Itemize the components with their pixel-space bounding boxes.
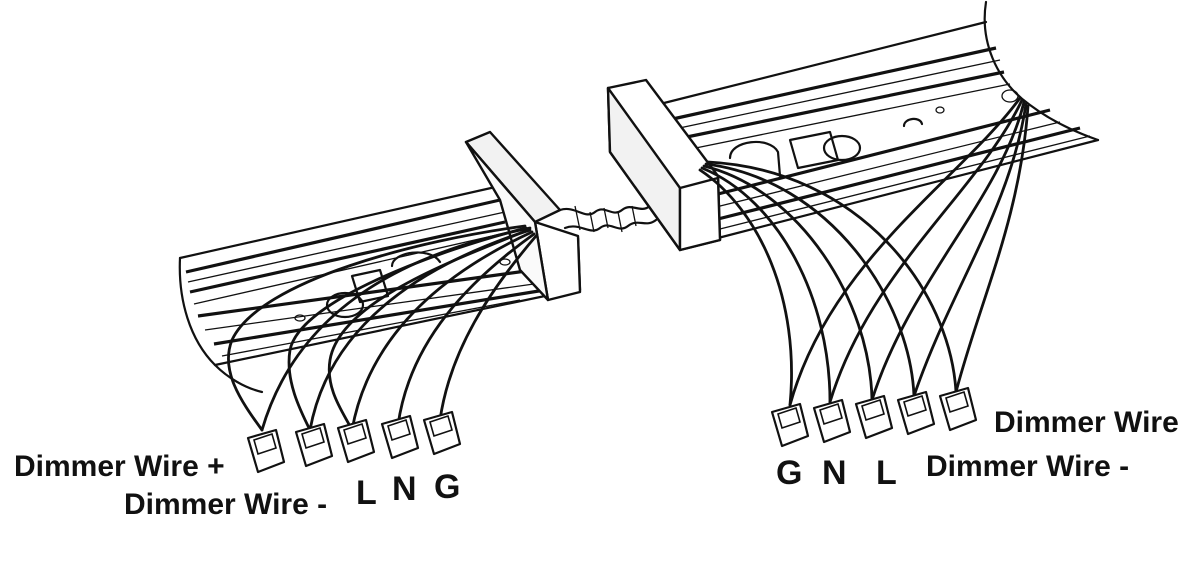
right-housing [658,0,1100,240]
left-connector-neutral [380,414,420,460]
label-left-dimmer-plus: Dimmer Wire + [14,450,225,483]
left-connector-row [246,410,462,474]
label-right-dimmer-minus: Dimmer Wire - [926,450,1129,483]
left-labels: Dimmer Wire + Dimmer Wire - L N G [14,450,460,521]
right-fixture [606,0,1100,448]
right-wire-bundle [698,96,1030,407]
label-right-dimmer: Dimmer Wire [994,406,1178,439]
left-wire-bundle [227,224,538,432]
label-left-dimmer-minus: Dimmer Wire - [124,488,327,521]
left-housing [178,184,549,394]
right-connector-dimmer-minus [896,390,936,436]
right-connector-ground [770,402,810,448]
label-right-neutral: N [822,454,847,492]
right-connector-dimmer [938,386,978,432]
left-end-plate [464,130,582,302]
left-connector-dimmer-plus [246,428,286,474]
right-end-plate [606,78,722,252]
left-connector-line [336,418,376,464]
label-left-ground: G [434,468,460,506]
right-connector-row [770,386,978,448]
label-right-ground: G [776,454,802,492]
label-left-line: L [356,474,377,512]
right-connector-line [854,394,894,440]
label-left-neutral: N [392,470,417,508]
left-connector-dimmer-minus [294,422,334,468]
left-connector-ground [422,410,462,456]
right-connector-neutral [812,398,852,444]
label-right-line: L [876,454,897,492]
left-fixture [178,130,582,474]
right-labels: G N L Dimmer Wire Dimmer Wire - [776,406,1178,492]
